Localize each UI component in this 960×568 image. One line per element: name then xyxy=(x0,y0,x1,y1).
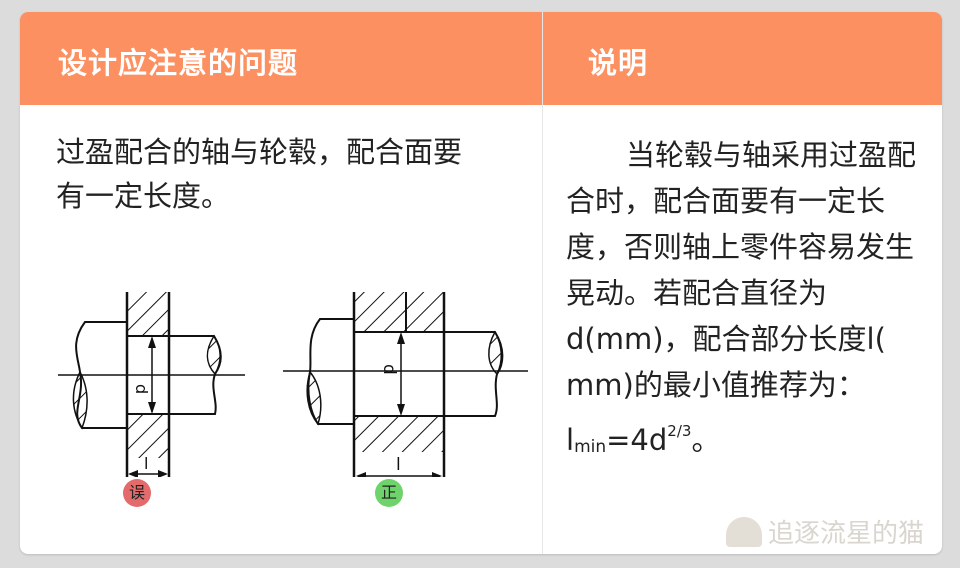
header-explanation: 说明 xyxy=(588,46,649,80)
correct-design-figure: d l xyxy=(283,292,528,477)
formula-end: 。 xyxy=(691,423,721,457)
length-label: l xyxy=(144,454,148,473)
column-divider xyxy=(542,12,543,554)
table-header: 设计应注意的问题 说明 xyxy=(20,12,942,105)
formula-main: =4d xyxy=(606,423,668,457)
formula-exponent: 2/3 xyxy=(667,422,692,440)
comparison-table: 设计应注意的问题 说明 过盈配合的轴与轮毂，配合面要有一定长度。 当轮毂与轴采用… xyxy=(20,12,942,554)
correct-badge: 正 xyxy=(375,479,403,507)
formula-subscript: min xyxy=(574,437,607,457)
description-body: 当轮毂与轴采用过盈配合时，配合面要有一定长度，否则轴上零件容易发生晃动。若配合直… xyxy=(566,138,917,457)
header-design-issue: 设计应注意的问题 xyxy=(58,46,299,80)
diameter-label: d xyxy=(379,364,399,375)
description-text: 当轮毂与轴采用过盈配合时，配合面要有一定长度，否则轴上零件容易发生晃动。若配合直… xyxy=(566,132,926,470)
length-label: l xyxy=(396,455,401,475)
watermark: 追逐流星的猫 xyxy=(725,513,924,550)
wrong-badge: 误 xyxy=(123,479,151,507)
issue-text: 过盈配合的轴与轮毂，配合面要有一定长度。 xyxy=(56,135,463,213)
cat-logo-icon xyxy=(725,516,762,547)
wrong-design-figure: d l xyxy=(58,292,245,477)
watermark-text: 追逐流星的猫 xyxy=(767,519,924,549)
diameter-label: d xyxy=(132,384,151,394)
